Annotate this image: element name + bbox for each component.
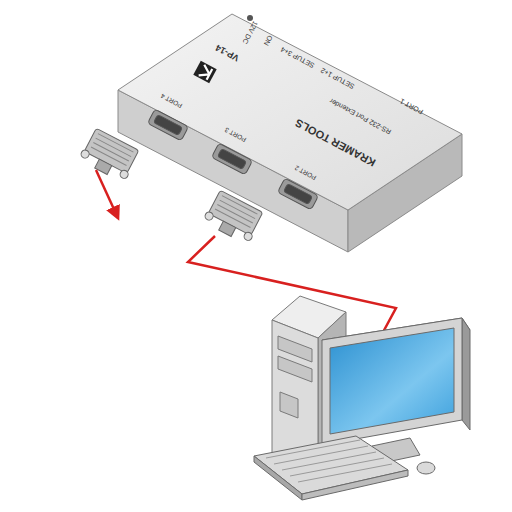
serial-ports xyxy=(147,109,318,210)
cable-arrow xyxy=(96,170,118,218)
keyboard xyxy=(254,436,408,500)
device-housing xyxy=(118,14,462,252)
kramer-logo xyxy=(193,61,216,84)
mouse xyxy=(417,462,435,474)
db9-plug xyxy=(78,127,265,245)
